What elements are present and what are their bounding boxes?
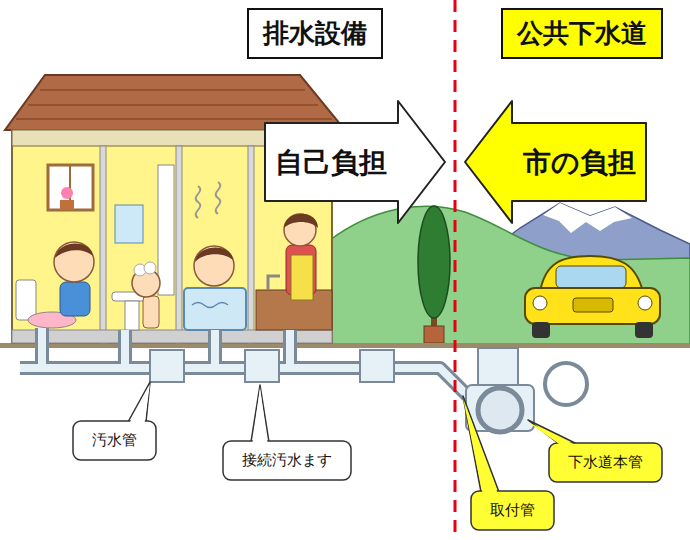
- manhole-shaft: [478, 348, 518, 388]
- roof-line: [28, 104, 318, 106]
- bather-hair: [195, 247, 233, 262]
- roof-line: [40, 89, 305, 91]
- tree-foliage: [418, 206, 450, 318]
- car-headlight: [638, 296, 652, 310]
- callout-box: [223, 441, 351, 480]
- woman-apron: [291, 255, 313, 300]
- car-roof: [540, 256, 643, 292]
- pipe-outline: [20, 328, 482, 404]
- node-text: 排水設備: [263, 17, 367, 50]
- connection-box: [150, 350, 184, 382]
- callout-label: 取付管: [470, 490, 555, 531]
- child-body: [143, 296, 159, 328]
- callout-tail-fill: [463, 398, 498, 493]
- room-divider: [248, 146, 254, 343]
- window: [48, 165, 93, 210]
- snow-cap: [543, 203, 632, 233]
- burden-arrow: 自己負担: [264, 100, 446, 224]
- room-divider: [176, 146, 182, 343]
- callout-label: 接続汚水ます: [222, 440, 352, 481]
- pipe-inner: [20, 328, 482, 404]
- arrow-shape: [265, 101, 445, 223]
- child-head: [54, 242, 94, 282]
- bathtub: [184, 288, 246, 330]
- green-hill: [330, 206, 690, 345]
- drain-pipes: [20, 328, 482, 404]
- bath-water: [192, 303, 228, 308]
- connection-box: [360, 350, 394, 382]
- sewer-pipe-section: [545, 363, 587, 405]
- manhole-chamber: [466, 385, 534, 431]
- car-body: [525, 288, 660, 324]
- callout-tail: [528, 420, 577, 444]
- connection-box: [245, 350, 279, 382]
- node-text: 自己負担: [275, 145, 387, 180]
- car-grille: [573, 298, 613, 312]
- child-body: [60, 282, 90, 316]
- toilet-tank: [16, 280, 36, 320]
- callout-tail: [128, 382, 150, 422]
- flower-pot: [60, 200, 74, 210]
- car-headlight: [533, 296, 547, 310]
- callout-box: [471, 491, 554, 530]
- tree-pot: [424, 326, 444, 343]
- woman-hair: [284, 214, 318, 228]
- faucet: [268, 276, 280, 290]
- callout-tail: [251, 385, 269, 442]
- car-wheel: [635, 322, 653, 338]
- node-text: 汚水管: [92, 431, 137, 450]
- car-wheel: [532, 322, 550, 338]
- callout-tail-fill: [528, 422, 576, 445]
- node-text: 下水道本管: [568, 453, 643, 472]
- bather-head: [194, 246, 234, 286]
- section-heading: 公共下水道: [501, 8, 663, 59]
- burden-arrow: 市の負担: [464, 100, 647, 224]
- steam: [196, 186, 201, 218]
- mirror: [115, 205, 143, 243]
- boundary-line: [454, 0, 457, 540]
- room-divider: [100, 146, 106, 343]
- node-text: 市の負担: [523, 145, 636, 180]
- roof: [5, 75, 345, 130]
- callout-box: [549, 443, 662, 482]
- callout-label: 下水道本管: [548, 442, 663, 483]
- shampoo-foam: [144, 262, 156, 274]
- roof-line: [16, 118, 332, 120]
- arrow-shape: [465, 101, 646, 223]
- node-text: 取付管: [490, 501, 535, 520]
- callout-tail-fill: [253, 387, 268, 443]
- callout-tail: [463, 396, 499, 492]
- callout-box: [73, 421, 156, 460]
- callout-tail-fill: [130, 384, 151, 423]
- child-hair: [55, 243, 93, 258]
- cabinet: [158, 165, 174, 295]
- flower: [61, 187, 73, 199]
- car-windshield: [556, 266, 626, 288]
- sink-pedestal: [125, 301, 139, 330]
- steam: [216, 182, 221, 214]
- sewer-main: [478, 388, 522, 432]
- node-text: 公共下水道: [517, 17, 647, 50]
- callout-label: 汚水管: [72, 420, 157, 461]
- node-text: 接続汚水ます: [242, 451, 332, 470]
- section-heading: 排水設備: [247, 8, 383, 59]
